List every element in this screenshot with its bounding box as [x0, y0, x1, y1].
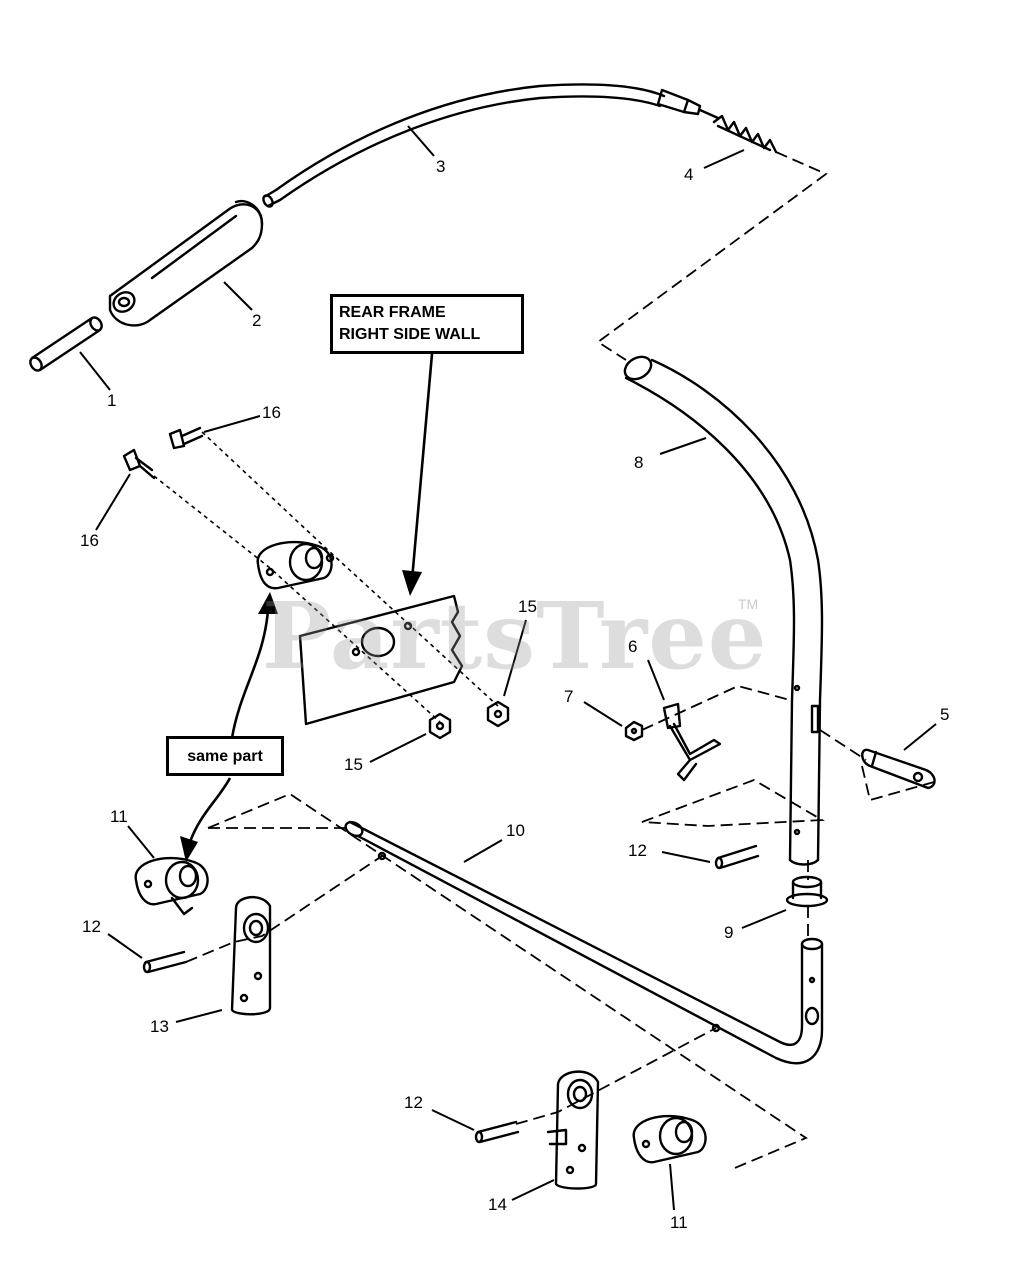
- assembly-line-shaft-box: [207, 792, 808, 1171]
- assembly-line-cable-to-rod: [596, 151, 828, 361]
- leader-5: [903, 723, 937, 751]
- callout-3: 3: [436, 157, 446, 176]
- part-5-link-plate: [861, 748, 936, 790]
- part-9-bushing: [785, 875, 829, 908]
- part-7-nut: [624, 720, 644, 742]
- callout-16-lower: 16: [80, 531, 99, 550]
- watermark: PartsTree: [262, 582, 768, 690]
- callout-7: 7: [564, 687, 574, 706]
- part-12-roll-pin-left: [142, 950, 188, 974]
- callout-15-lower: 15: [344, 755, 363, 774]
- part-1-pin: [29, 316, 103, 372]
- callout-6: 6: [628, 637, 638, 656]
- leader-12-right: [661, 851, 711, 863]
- leader-10: [463, 839, 503, 863]
- callout-8: 8: [634, 453, 644, 472]
- callout-11-lower: 11: [670, 1213, 688, 1232]
- part-15-nut-lower: [428, 712, 452, 740]
- leader-3: [407, 125, 435, 157]
- part-16-bolt-upper: [168, 426, 204, 450]
- callout-4: 4: [684, 165, 694, 184]
- leader-2: [223, 281, 253, 311]
- leader-12-bottom: [431, 1109, 475, 1131]
- callout-15-upper: 15: [518, 597, 537, 616]
- assembly-line-arm-right: [515, 1027, 717, 1125]
- leader-16-lower: [95, 473, 131, 531]
- part-12-roll-pin-right: [714, 844, 760, 870]
- callout-13: 13: [150, 1017, 169, 1036]
- callout-5: 5: [940, 705, 950, 724]
- part-6-bent-pin: [662, 702, 722, 782]
- callout-14: 14: [488, 1195, 507, 1214]
- leader-14: [511, 1179, 555, 1201]
- part-11-bearing-right: [632, 1114, 707, 1164]
- part-15-nut-upper: [486, 700, 510, 728]
- leader-16-upper: [203, 415, 261, 433]
- rear-frame-label-line-2: RIGHT SIDE WALL: [339, 326, 481, 343]
- assembly-line-lever-box: [641, 779, 826, 827]
- leader-15-lower: [369, 733, 427, 763]
- assembly-line-arm-left: [185, 855, 383, 963]
- part-12-roll-pin-bottom: [474, 1120, 520, 1144]
- leader-6: [647, 659, 665, 701]
- part-14-arm: [546, 1070, 600, 1190]
- callout-10: 10: [506, 821, 525, 840]
- assembly-line-bolt-upper: [201, 431, 499, 707]
- leader-15-upper: [503, 619, 527, 697]
- part-16-bolt-lower: [122, 448, 156, 480]
- callout-2: 2: [252, 311, 262, 330]
- callout-16-upper: 16: [262, 403, 281, 422]
- leader-12-left: [107, 933, 143, 959]
- part-11-bearing-upper: [256, 540, 335, 590]
- leader-11-upper: [127, 825, 155, 859]
- part-13-arm: [230, 896, 272, 1016]
- leader-8: [659, 437, 707, 455]
- trademark-mark: TM: [738, 596, 759, 612]
- leader-11-lower: [669, 1163, 675, 1211]
- assembly-line-link: [819, 729, 935, 802]
- rear-frame-label-line-1: REAR FRAME: [339, 304, 446, 321]
- leader-13: [175, 1009, 223, 1023]
- callout-11-upper: 11: [110, 807, 128, 826]
- part-4-spring: [712, 114, 778, 154]
- callout-12-right: 12: [628, 841, 647, 860]
- callout-12-left: 12: [82, 917, 101, 936]
- callout-9: 9: [724, 923, 734, 942]
- rear-frame-label-box: REAR FRAME RIGHT SIDE WALL: [330, 294, 524, 354]
- part-2-handle-grip: [108, 199, 264, 327]
- callout-12-bottom: 12: [404, 1093, 423, 1112]
- part-3-cable: [262, 83, 720, 208]
- leader-7: [583, 701, 623, 727]
- same-part-label-box: same part: [166, 736, 284, 776]
- part-8-lever-rod: [623, 355, 824, 866]
- rear-frame-arrow: [402, 353, 434, 596]
- leader-4: [703, 149, 745, 169]
- same-part-arrow: [180, 592, 278, 862]
- leader-9: [741, 909, 787, 929]
- part-10-cross-shaft: [344, 820, 824, 1065]
- part-11-bearing-left: [134, 856, 209, 916]
- leader-1: [79, 351, 111, 391]
- callout-1: 1: [107, 391, 117, 410]
- assembly-line-bolt-lower: [153, 475, 441, 723]
